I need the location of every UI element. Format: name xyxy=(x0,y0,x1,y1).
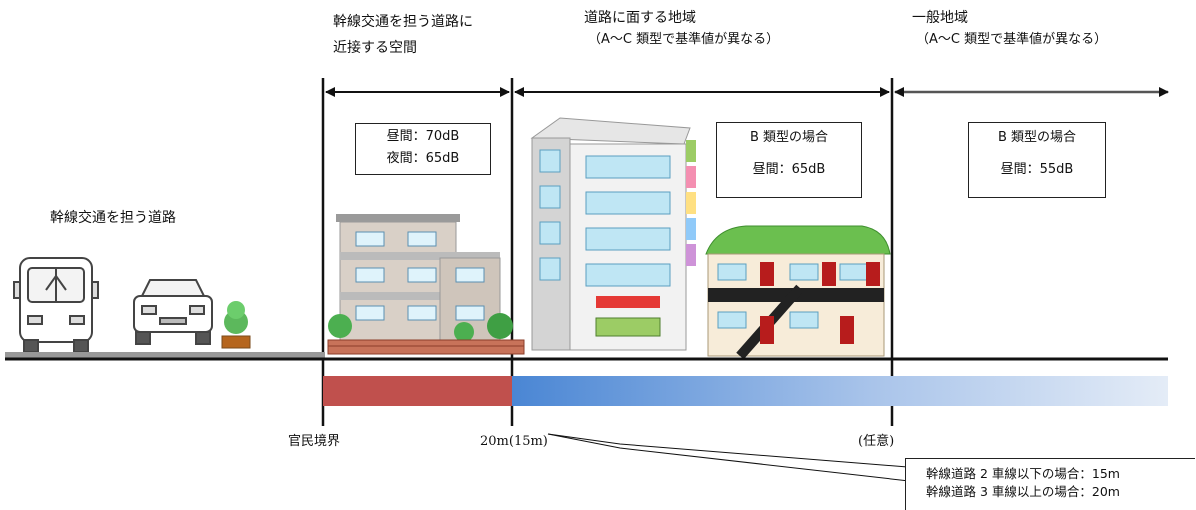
near-space-day-value: 昼間：70dB xyxy=(386,129,460,144)
lane-note-box: 幹線道路 2 車線以下の場合：15m 幹線道路 3 車線以上の場合：20m xyxy=(905,458,1195,510)
label-public-private-boundary: 官民境界 xyxy=(288,434,341,449)
standard-box-general: B 類型の場合 昼間：55dB xyxy=(968,122,1106,198)
lane-note-line1: 幹線道路 2 車線以下の場合：15m xyxy=(926,466,1120,481)
heading-general-line2: （A〜C 類型で基準値が異なる） xyxy=(916,32,1108,47)
heading-road-facing-line1: 道路に面する地域 xyxy=(584,10,696,26)
leader-line-2 xyxy=(547,433,919,483)
road-label: 幹線交通を担う道路 xyxy=(50,210,176,226)
road-surface xyxy=(5,352,325,360)
general-type: B 類型の場合 xyxy=(997,130,1077,145)
heading-near-space-line2: 近接する空間 xyxy=(333,40,417,56)
label-distance-boundary: 20m(15m) xyxy=(480,434,548,449)
heading-near-space-line1: 幹線交通を担う道路に xyxy=(333,14,473,30)
tall-building-illustration xyxy=(530,117,696,351)
bus-illustration xyxy=(13,257,99,353)
label-optional-boundary: (任意) xyxy=(858,434,895,449)
standard-box-near-space: 昼間：70dB 夜間：65dB xyxy=(355,123,491,175)
band-general-area xyxy=(512,376,1168,406)
general-day-value: 昼間：55dB xyxy=(1000,162,1074,177)
heading-general-line1: 一般地域 xyxy=(912,10,968,26)
leader-line xyxy=(547,433,921,469)
band-near-space xyxy=(323,376,512,406)
standard-box-road-facing: B 類型の場合 昼間：65dB xyxy=(716,122,862,198)
lane-note-line2: 幹線道路 3 車線以上の場合：20m xyxy=(926,484,1120,499)
apartment-illustration xyxy=(705,225,891,360)
heading-road-facing-line2: （A〜C 類型で基準値が異なる） xyxy=(588,32,780,47)
near-space-night-value: 夜間：65dB xyxy=(386,151,460,166)
road-facing-type: B 類型の場合 xyxy=(749,130,829,145)
car-illustration xyxy=(133,279,213,345)
road-facing-day-value: 昼間：65dB xyxy=(752,162,826,177)
planter-illustration xyxy=(221,301,251,349)
low-rise-building-illustration xyxy=(327,214,525,355)
